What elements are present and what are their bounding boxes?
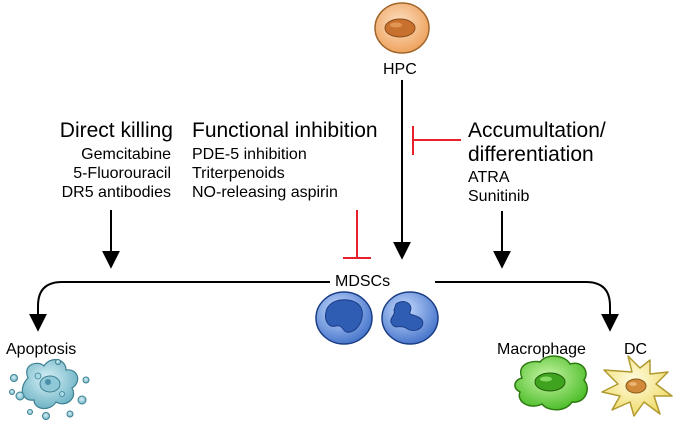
macrophage-cell-icon: [514, 355, 588, 411]
accumulation-inhibit-bar: [412, 126, 461, 155]
apoptosis-label: Apoptosis: [6, 341, 77, 358]
mdsc-cell-2-icon: [381, 291, 439, 345]
functional-inhibition-item: PDE-5 inhibition: [192, 146, 307, 163]
mdsc-cell-1-icon: [315, 291, 373, 345]
accumulation-heading-line2: differentiation: [468, 143, 594, 166]
functional-inhibition-item: NO-releasing aspirin: [192, 184, 338, 201]
mdsc-to-apoptosis-arrow: [29, 281, 330, 332]
macrophage-label: Macrophage: [497, 341, 586, 358]
functional-inhibit-bar: [343, 210, 371, 259]
direct-killing-item: DR5 antibodies: [61, 184, 171, 201]
direct-killing-heading: Direct killing: [59, 119, 173, 142]
functional-inhibition-heading: Functional inhibition: [192, 119, 378, 142]
accumulation-heading-line1: Accumultation/: [468, 119, 606, 142]
functional-inhibition-item: Triterpenoids: [192, 165, 285, 182]
direct-killing-item: 5-Fluorouracil: [73, 165, 171, 182]
dc-label: DC: [624, 341, 648, 358]
accumulation-item: Sunitinib: [468, 188, 530, 205]
hpc-label: HPC: [383, 61, 417, 78]
apoptosis-cell-icon: [9, 359, 90, 420]
mdsc-label: MDSCs: [333, 273, 393, 290]
dendritic-cell-icon: [601, 355, 673, 417]
direct-killing-item: Gemcitabine: [81, 146, 171, 163]
hpc-cell-icon: [374, 2, 430, 54]
mdsc-to-differentiation-arrow: [435, 281, 619, 332]
accumulation-item: ATRA: [468, 169, 510, 186]
